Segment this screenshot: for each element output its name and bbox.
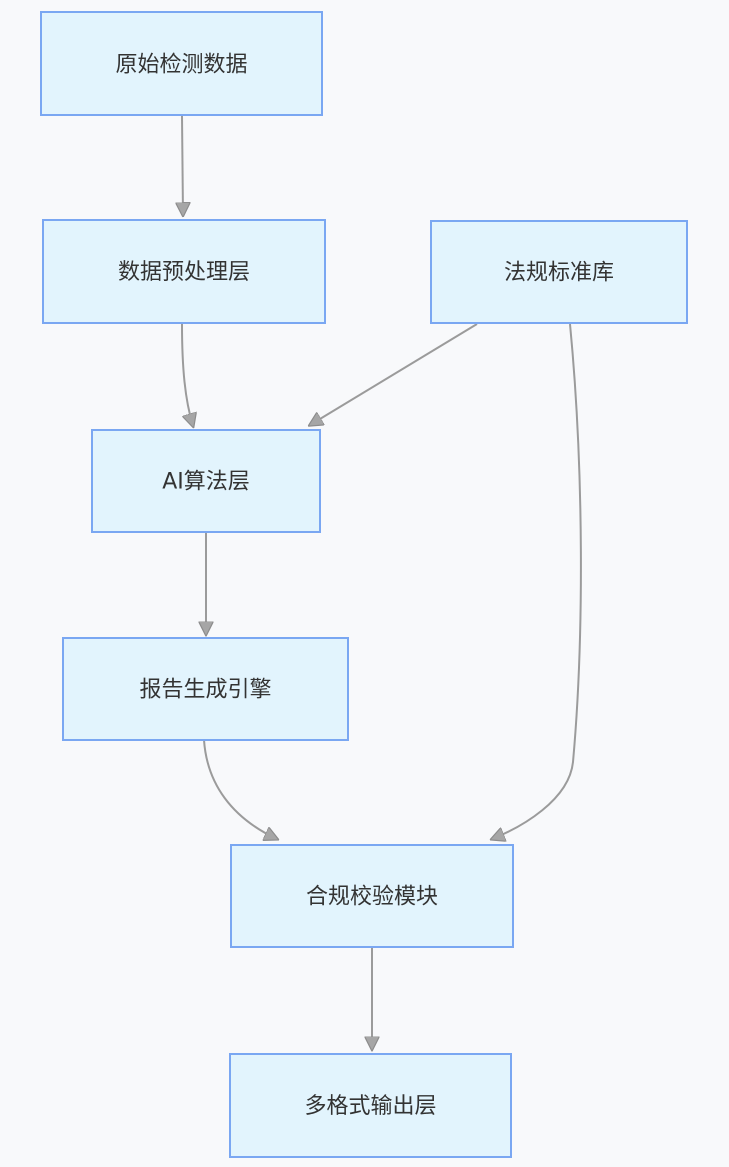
- node-compliance: 合规校验模块: [230, 844, 514, 948]
- edge-layer: [181, 115, 582, 1049]
- node-output-layer-label: 多格式输出层: [304, 1094, 436, 1119]
- node-output-layer-box: [229, 1053, 512, 1158]
- node-report-engine-box: [62, 637, 349, 741]
- edge-preprocessing-to-ai: [181, 323, 193, 426]
- node-compliance-box: [230, 844, 514, 948]
- node-regulations-box: [430, 220, 688, 324]
- node-report-engine-label: 报告生成引擎: [139, 678, 271, 703]
- node-compliance-label: 合规校验模块: [306, 885, 438, 910]
- node-output-layer: 多格式输出层: [229, 1053, 512, 1158]
- edge-regulations-to-ai: [310, 323, 478, 425]
- node-regulations-label: 法规标准库: [504, 261, 614, 286]
- node-raw-data-label: 原始检测数据: [115, 53, 247, 78]
- node-raw-data: 原始检测数据: [40, 11, 323, 116]
- edge-regulations-to-compliance: [492, 323, 582, 839]
- node-preprocessing-label: 数据预处理层: [118, 260, 250, 285]
- node-ai-layer: AI算法层: [91, 429, 321, 533]
- edge-raw-to-preprocessing: [182, 115, 183, 215]
- node-raw-data-box: [40, 11, 323, 116]
- node-report-engine: 报告生成引擎: [62, 637, 349, 741]
- node-ai-layer-box: [91, 429, 321, 533]
- node-regulations: 法规标准库: [430, 220, 688, 324]
- edge-report-to-compliance: [203, 739, 277, 839]
- node-preprocessing-box: [42, 219, 326, 324]
- node-preprocessing: 数据预处理层: [42, 219, 326, 324]
- node-ai-layer-label: AI算法层: [162, 470, 250, 495]
